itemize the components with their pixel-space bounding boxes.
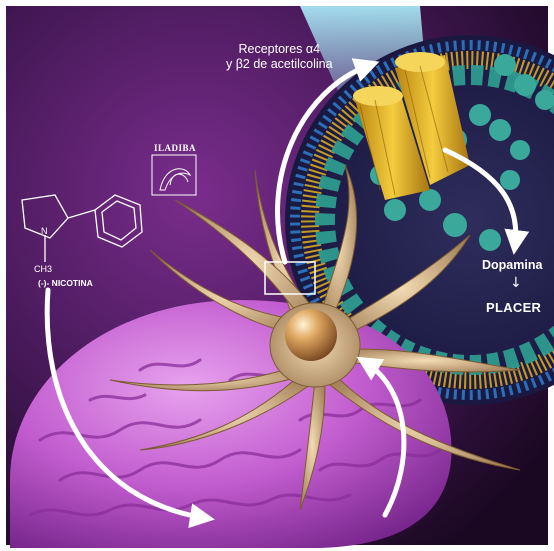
receptor-label-line2: y β2 de acetilcolina (226, 57, 333, 72)
methyl-label: CH3 (34, 264, 52, 274)
receptor-label-line1: Receptores α4 (226, 42, 333, 57)
nicotine-label: (-)- NICOTINA (38, 278, 93, 288)
logo-text: ILADIBA (154, 143, 196, 153)
dopamine-label: Dopamina (482, 258, 542, 272)
receptor-label: Receptores α4 y β2 de acetilcolina (226, 42, 333, 72)
nitrogen-label: N (41, 226, 48, 236)
down-arrow-icon: ↓ (510, 276, 522, 290)
pleasure-label: PLACER (486, 300, 541, 315)
neuron-nucleus (285, 309, 337, 361)
